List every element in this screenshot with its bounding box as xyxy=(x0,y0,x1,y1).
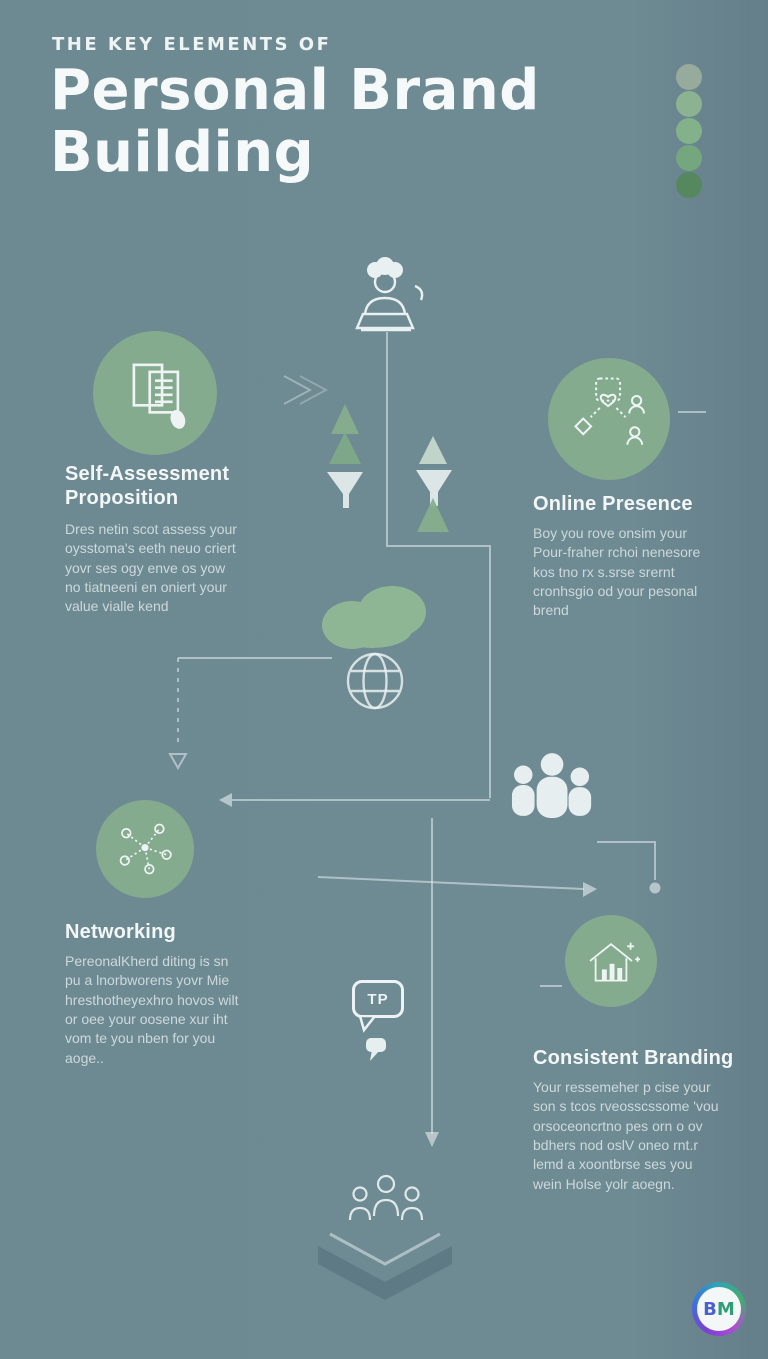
section-body: PereonalKherd diting is sn pu a lnorbwor… xyxy=(65,953,239,1066)
decor-dot xyxy=(676,118,702,144)
section-title: Self-Assessment Proposition xyxy=(65,463,230,509)
house-chart-icon xyxy=(589,942,641,982)
small-speech-bubble-icon xyxy=(366,1038,386,1061)
decor-dot xyxy=(676,64,702,90)
network-icon xyxy=(119,823,172,875)
online-presence-icon xyxy=(574,377,645,445)
networking-circle xyxy=(96,800,194,898)
section-body: Boy you rove onsim your Pour-fraher rcho… xyxy=(533,525,701,619)
person-at-laptop-icon xyxy=(355,257,424,332)
decor-dot xyxy=(676,145,702,171)
blob-shape xyxy=(322,586,426,649)
documents-icon xyxy=(132,363,186,429)
speech-bubble-icon: TP xyxy=(352,980,404,1018)
globe-icon xyxy=(346,652,404,710)
section-title: Networking xyxy=(65,921,176,943)
chevron-down-icon xyxy=(318,1232,452,1300)
header-kicker: THE KEY ELEMENTS OF xyxy=(52,34,332,55)
online-presence-circle xyxy=(548,358,670,480)
trees-funnel-icons xyxy=(327,404,452,532)
speech-bubble-tail xyxy=(358,1015,378,1033)
self-assessment-circle xyxy=(93,331,217,455)
consistent-branding-circle xyxy=(565,915,657,1007)
section-title: Online Presence xyxy=(533,493,693,515)
group-outline-icon xyxy=(348,1174,424,1221)
people-group-silhouette-icon xyxy=(511,753,592,818)
section-title: Consistent Branding xyxy=(533,1047,734,1069)
section-body: Your ressemeher p cise your son s tcos r… xyxy=(533,1079,719,1192)
decor-dots xyxy=(676,64,702,198)
speech-bubble-label: TP xyxy=(367,990,389,1008)
decor-dot xyxy=(676,172,702,198)
decor-dot xyxy=(676,91,702,117)
page-title: Personal Brand Building xyxy=(50,58,540,185)
section-body: Dres netin scot assess your oysstoma's e… xyxy=(65,521,237,615)
